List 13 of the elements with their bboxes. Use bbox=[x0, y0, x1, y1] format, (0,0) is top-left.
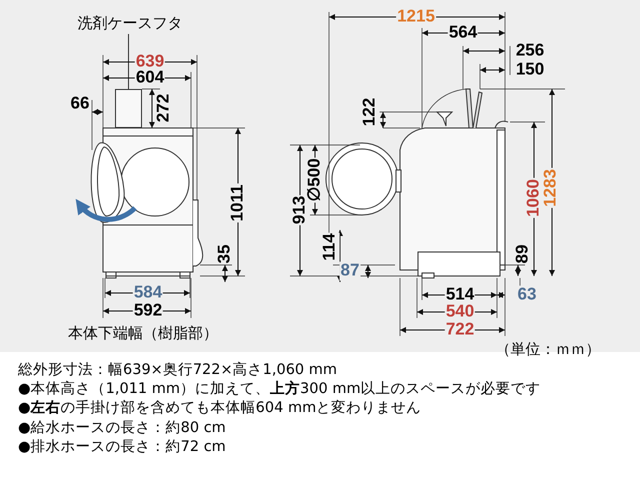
dimension-value: 122 bbox=[360, 96, 380, 128]
note: ●左右の手掛け部を含めても本体幅604 mmと変わりません bbox=[18, 401, 422, 417]
dimension-value: 87 bbox=[340, 262, 360, 280]
note: ●給水ホースの長さ：約80 cm bbox=[18, 421, 226, 437]
part-label: 洗剤ケースフタ bbox=[70, 12, 190, 34]
unit-note: （単位：ｍｍ） bbox=[496, 340, 600, 358]
note: ●排水ホースの長さ：約72 cm bbox=[18, 440, 226, 456]
note: 総外形寸法：幅639×奥行722×高さ1,060 mm bbox=[18, 363, 338, 379]
caption: 本体下端幅（樹脂部） bbox=[68, 324, 218, 342]
leader-line bbox=[128, 34, 129, 90]
detergent-lid-box bbox=[115, 89, 142, 128]
note: ●本体高さ（1,011 mm）に加えて、上方300 mm以上のスペースが必要です bbox=[18, 382, 541, 398]
dimension-value: 114 bbox=[320, 232, 340, 262]
